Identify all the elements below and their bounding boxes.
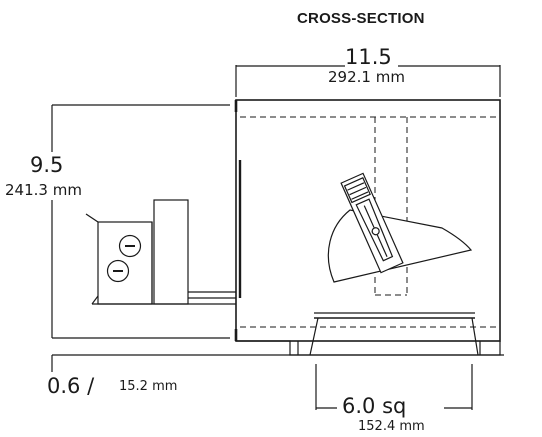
height-in-label: 9.5 bbox=[30, 153, 64, 177]
flange-mm-label: 15.2 mm bbox=[119, 379, 178, 394]
flange-dimension-line bbox=[51, 354, 290, 372]
lamp bbox=[340, 172, 404, 274]
knockout-icon bbox=[106, 259, 130, 283]
aperture-dimension-line bbox=[315, 364, 473, 410]
flange-in-label: 0.6 / bbox=[47, 374, 95, 398]
width-in-label: 11.5 bbox=[345, 45, 392, 69]
aperture-in-label: 6.0 sq bbox=[342, 394, 407, 418]
width-mm-label: 292.1 mm bbox=[328, 68, 405, 86]
knockout-icon bbox=[118, 234, 142, 258]
height-dimension-line bbox=[51, 104, 230, 339]
housing bbox=[234, 99, 501, 342]
hidden-lines bbox=[240, 116, 500, 328]
aperture-mm-label: 152.4 mm bbox=[358, 419, 425, 434]
width-dimension-line bbox=[235, 65, 501, 97]
trim bbox=[236, 312, 504, 356]
diagram-title: CROSS-SECTION bbox=[297, 10, 425, 27]
height-mm-label: 241.3 mm bbox=[5, 181, 82, 199]
reflector bbox=[327, 209, 473, 283]
junction-box bbox=[85, 199, 236, 305]
